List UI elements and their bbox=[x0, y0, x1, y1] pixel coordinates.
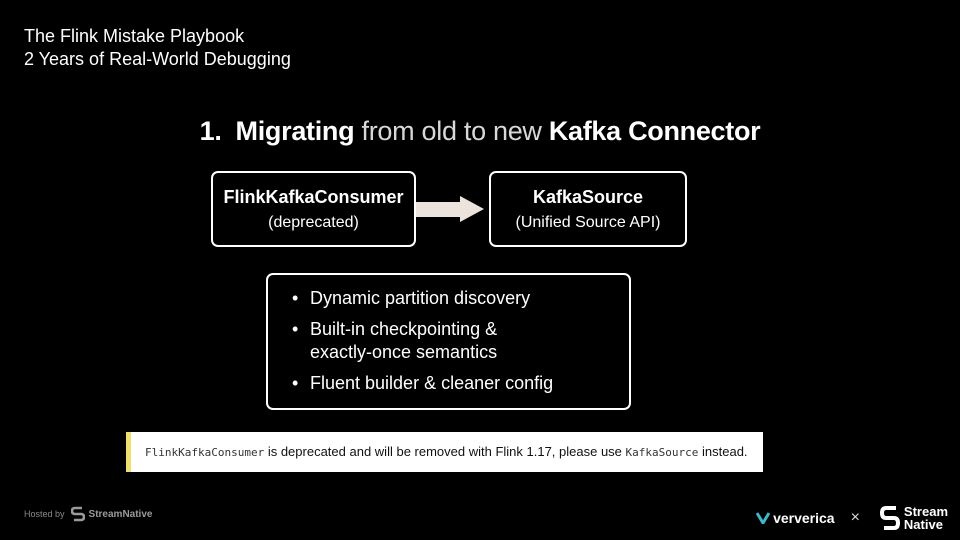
new-connector-api: (Unified Source API) bbox=[515, 214, 661, 231]
hosted-brand: StreamNative bbox=[88, 508, 153, 520]
new-connector-box: KafkaSource (Unified Source API) bbox=[489, 171, 687, 247]
title-bold-connector: Kafka Connector bbox=[548, 116, 761, 146]
feature-text: Built-in checkpointing & exactly-once se… bbox=[310, 319, 498, 362]
header-subtitle: 2 Years of Real-World Debugging bbox=[24, 49, 291, 69]
times-symbol: × bbox=[850, 509, 860, 526]
new-connector-name: KafkaSource bbox=[532, 187, 644, 207]
notice-text-1: is deprecated and will be removed with F… bbox=[264, 444, 626, 459]
streamnative-logo-icon bbox=[70, 506, 85, 522]
ververica-logo: ververica bbox=[756, 510, 835, 526]
feature-item: • Dynamic partition discovery bbox=[292, 287, 629, 310]
hosted-by-label: Hosted by bbox=[24, 509, 65, 519]
bullet-icon: • bbox=[292, 319, 299, 339]
streamnative-word-2: Native bbox=[903, 517, 943, 532]
title-light-text: from old to new bbox=[361, 116, 542, 146]
hosted-by: Hosted by StreamNative bbox=[24, 506, 152, 522]
old-connector-status: (deprecated) bbox=[268, 214, 359, 231]
slide-number: 1. bbox=[199, 116, 222, 146]
old-connector-box: FlinkKafkaConsumer (deprecated) bbox=[211, 171, 416, 247]
deprecation-notice: FlinkKafkaConsumer is deprecated and wil… bbox=[126, 432, 763, 472]
title-bold-migrating: Migrating bbox=[235, 116, 355, 146]
bullet-icon: • bbox=[292, 373, 299, 393]
feature-text: Fluent builder & cleaner config bbox=[310, 373, 554, 393]
notice-text-2: instead. bbox=[698, 444, 748, 459]
notice-code-source: KafkaSource bbox=[625, 446, 699, 459]
header-title: The Flink Mistake Playbook bbox=[24, 26, 245, 46]
streamnative-logo: Stream Native bbox=[879, 504, 948, 532]
partner-logos: ververica × Stream Native bbox=[756, 505, 948, 531]
streamnative-logo-icon bbox=[879, 506, 900, 530]
feature-item: • Built-in checkpointing & exactly-once … bbox=[292, 318, 629, 364]
bullet-icon: • bbox=[292, 288, 299, 308]
ververica-logo-icon bbox=[756, 512, 771, 524]
presentation-header: The Flink Mistake Playbook 2 Years of Re… bbox=[24, 25, 291, 71]
feature-text: Dynamic partition discovery bbox=[310, 288, 531, 308]
old-connector-name: FlinkKafkaConsumer bbox=[223, 187, 404, 207]
features-box: • Dynamic partition discovery • Built-in… bbox=[266, 273, 631, 410]
slide-title: 1. Migrating from old to new Kafka Connec… bbox=[0, 116, 960, 147]
streamnative-word-1: Stream bbox=[903, 504, 948, 519]
feature-item: • Fluent builder & cleaner config bbox=[292, 372, 629, 395]
ververica-wordmark: ververica bbox=[773, 510, 835, 526]
notice-code-consumer: FlinkKafkaConsumer bbox=[145, 446, 265, 459]
